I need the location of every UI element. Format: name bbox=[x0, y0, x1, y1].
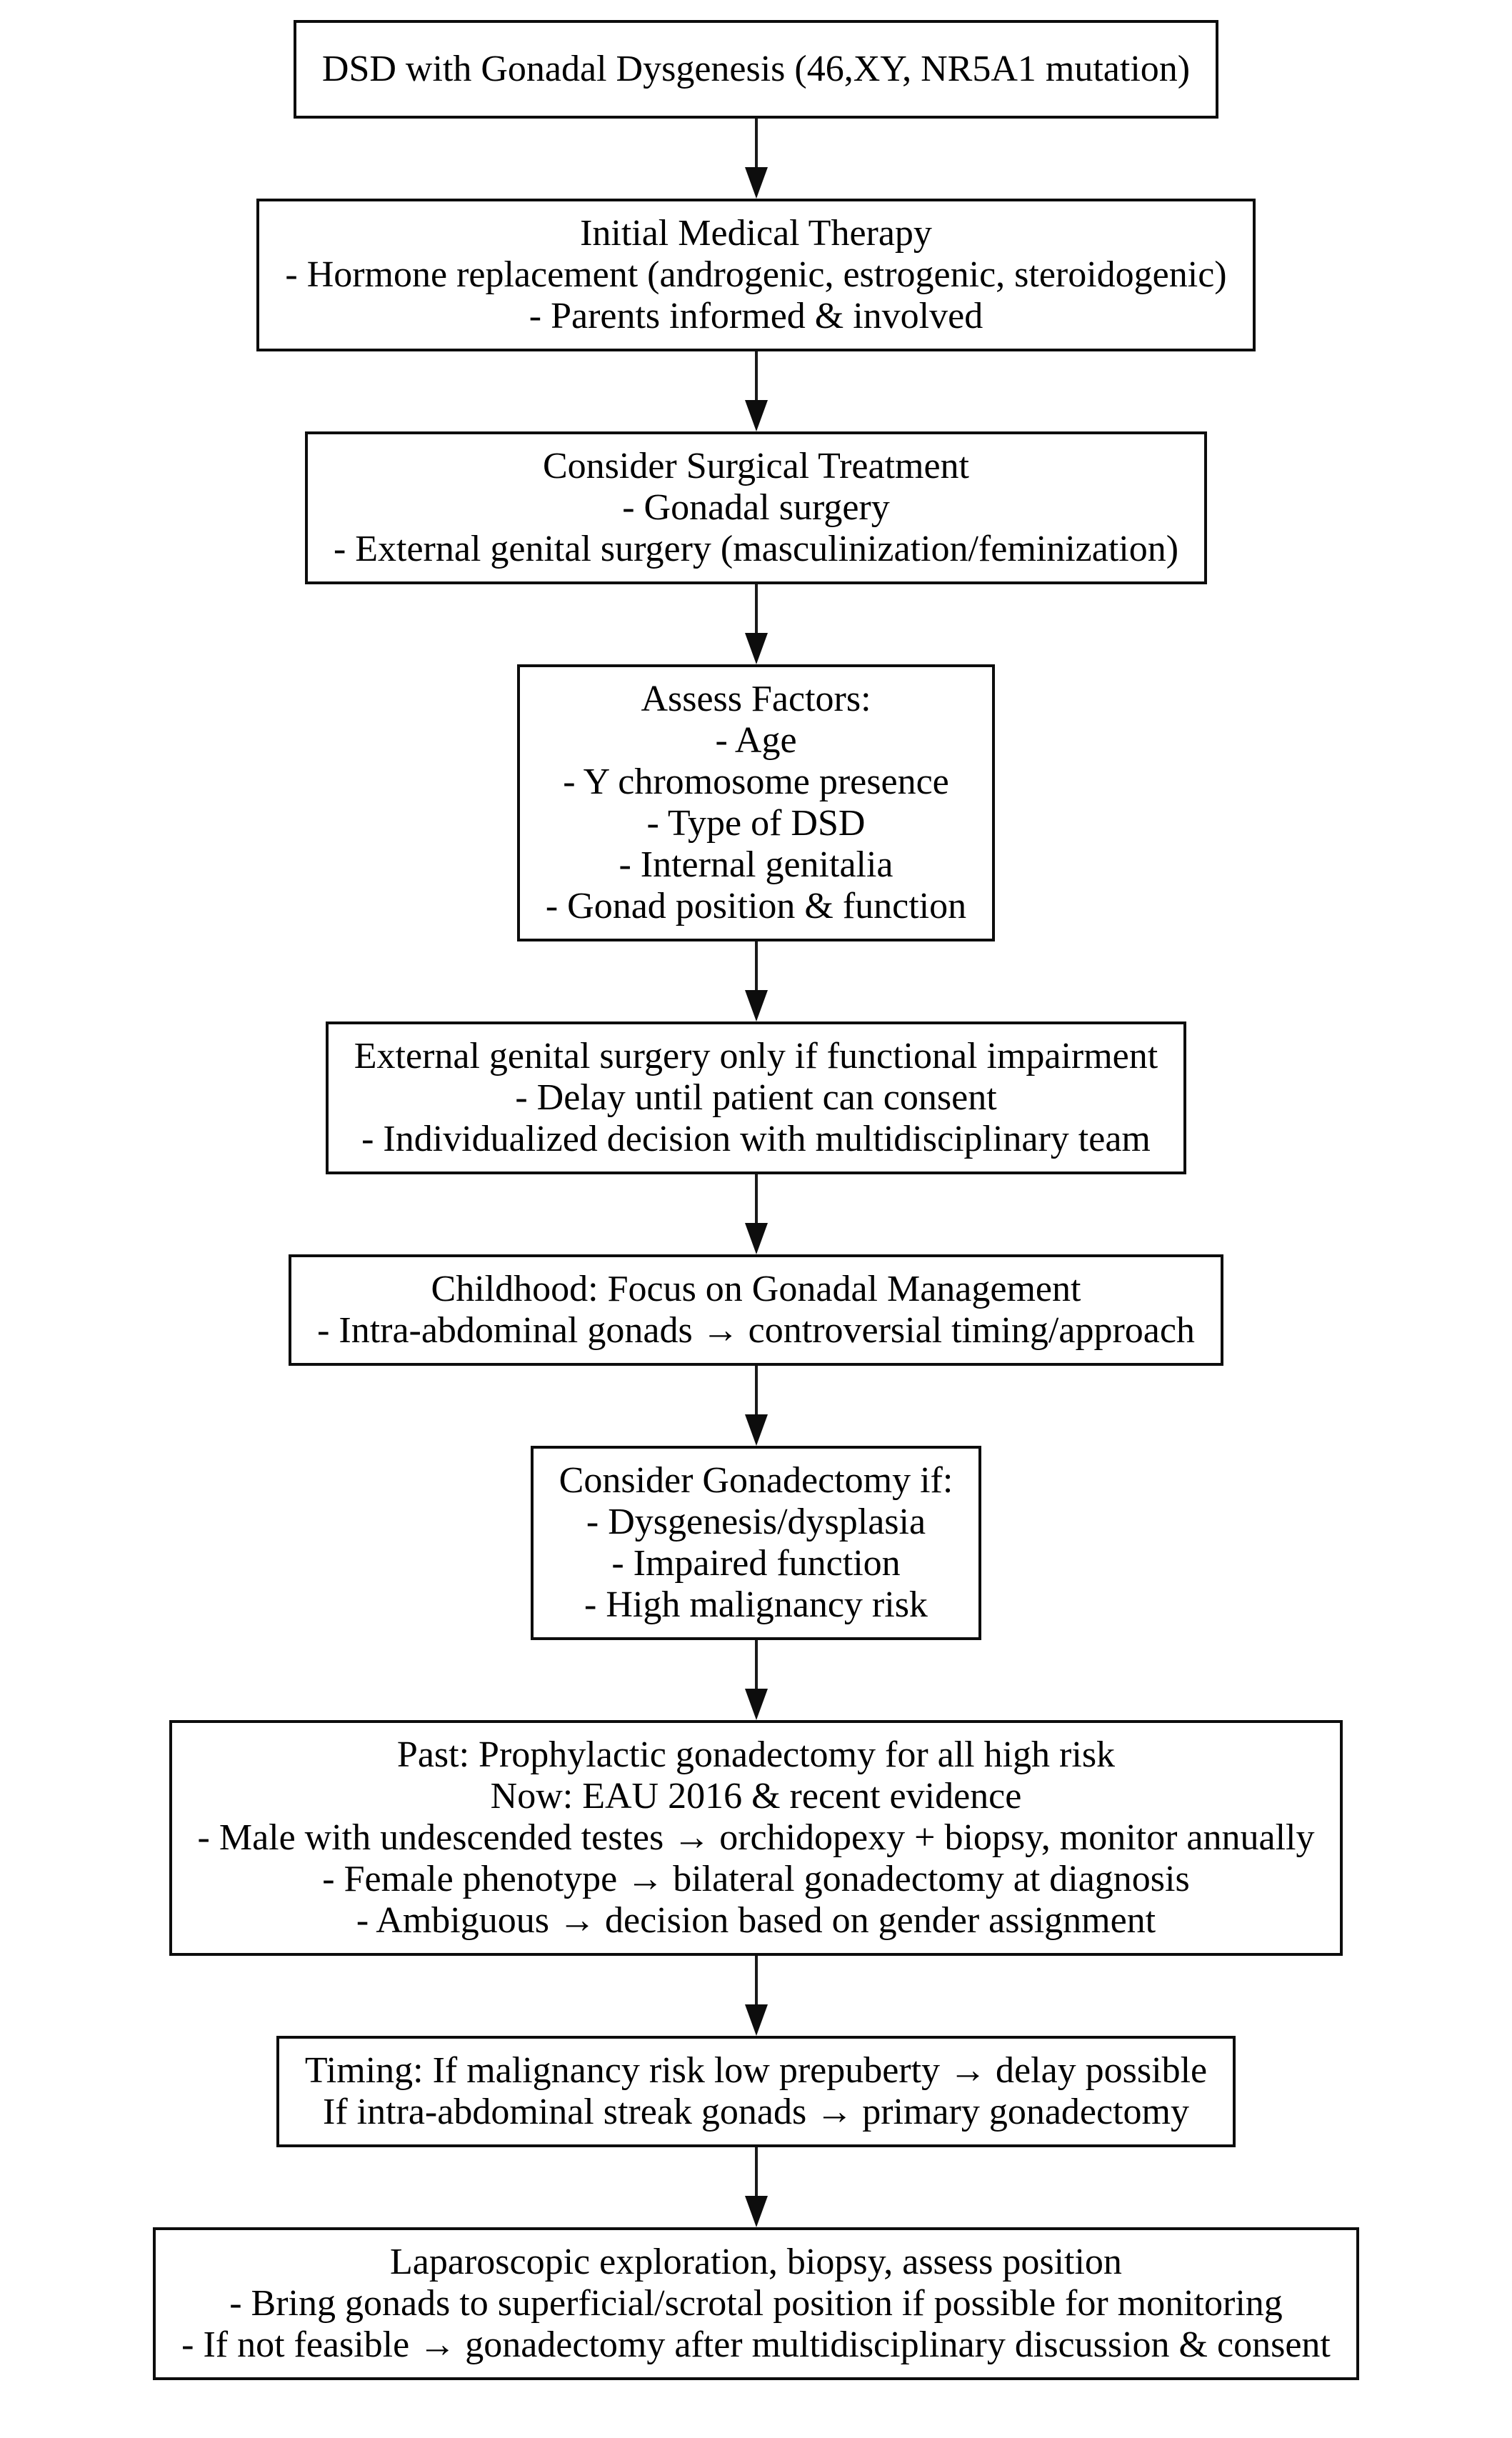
flow-arrow bbox=[744, 1956, 768, 2036]
node-text-line: - Impaired function bbox=[611, 1543, 901, 1584]
flow-node-past-vs-now-evidence: Past: Prophylactic gonadectomy for all h… bbox=[169, 1720, 1343, 1956]
node-text-line: Consider Gonadectomy if: bbox=[559, 1460, 953, 1501]
node-text-line: - Intra-abdominal gonads → controversial… bbox=[317, 1310, 1195, 1351]
node-text-line: Assess Factors: bbox=[641, 679, 871, 719]
arrowhead-down-icon bbox=[744, 633, 768, 664]
flow-arrow bbox=[744, 1640, 768, 1720]
arrow-line bbox=[754, 2147, 758, 2197]
arrowhead-down-icon bbox=[744, 2196, 768, 2227]
node-text-line: - Dysgenesis/dysplasia bbox=[586, 1502, 926, 1542]
arrow-line bbox=[754, 584, 758, 634]
node-text-line: Consider Surgical Treatment bbox=[542, 446, 969, 486]
node-text-line: - High malignancy risk bbox=[584, 1584, 928, 1625]
arrowhead-down-icon bbox=[744, 1223, 768, 1254]
arrow-line bbox=[754, 119, 758, 169]
node-text-line: - Gonadal surgery bbox=[622, 487, 890, 528]
node-text-line: Laparoscopic exploration, biopsy, assess… bbox=[390, 2242, 1122, 2282]
node-text-line: - External genital surgery (masculinizat… bbox=[333, 529, 1179, 569]
arrow-line bbox=[754, 1640, 758, 1690]
flow-node-external-genital-surgery: External genital surgery only if functio… bbox=[325, 1021, 1187, 1174]
node-text-line: - Gonad position & function bbox=[545, 886, 967, 926]
node-text-line: - Hormone replacement (androgenic, estro… bbox=[285, 254, 1227, 295]
flow-node-laparoscopic-management: Laparoscopic exploration, biopsy, assess… bbox=[153, 2227, 1359, 2380]
node-text-line: - Bring gonads to superficial/scrotal po… bbox=[229, 2283, 1283, 2324]
node-text-line: - If not feasible → gonadectomy after mu… bbox=[181, 2324, 1331, 2365]
arrowhead-down-icon bbox=[744, 400, 768, 431]
flow-arrow bbox=[744, 941, 768, 1021]
arrow-line bbox=[754, 1174, 758, 1224]
node-text-line: Past: Prophylactic gonadectomy for all h… bbox=[396, 1734, 1116, 1775]
node-text-line: DSD with Gonadal Dysgenesis (46,XY, NR5A… bbox=[321, 49, 1191, 89]
flow-arrow bbox=[744, 119, 768, 199]
node-text-line: - Parents informed & involved bbox=[529, 296, 983, 336]
node-text-line: Timing: If malignancy risk low prepubert… bbox=[304, 2050, 1208, 2091]
node-text-line: If intra-abdominal streak gonads → prima… bbox=[323, 2092, 1189, 2132]
flow-node-diagnosis: DSD with Gonadal Dysgenesis (46,XY, NR5A… bbox=[293, 20, 1219, 119]
node-text-line: External genital surgery only if functio… bbox=[354, 1036, 1158, 1076]
flow-arrow bbox=[744, 584, 768, 664]
node-text-line: - Y chromosome presence bbox=[563, 761, 949, 802]
arrowhead-down-icon bbox=[744, 167, 768, 199]
arrow-line bbox=[754, 1956, 758, 2006]
arrowhead-down-icon bbox=[744, 1689, 768, 1720]
arrowhead-down-icon bbox=[744, 1414, 768, 1446]
node-text-line: - Delay until patient can consent bbox=[515, 1077, 997, 1118]
node-text-line: - Individualized decision with multidisc… bbox=[361, 1119, 1151, 1159]
node-text-line: Initial Medical Therapy bbox=[580, 213, 932, 254]
flow-node-childhood-gonadal-management: Childhood: Focus on Gonadal Management -… bbox=[289, 1254, 1223, 1366]
arrowhead-down-icon bbox=[744, 2004, 768, 2036]
node-text-line: - Ambiguous → decision based on gender a… bbox=[356, 1900, 1156, 1941]
node-text-line: - Age bbox=[715, 720, 797, 761]
flow-node-initial-medical-therapy: Initial Medical Therapy - Hormone replac… bbox=[256, 199, 1256, 351]
flow-node-assess-factors: Assess Factors: - Age - Y chromosome pre… bbox=[516, 664, 996, 941]
flow-node-consider-gonadectomy: Consider Gonadectomy if: - Dysgenesis/dy… bbox=[530, 1446, 982, 1640]
arrow-line bbox=[754, 1366, 758, 1416]
arrow-line bbox=[754, 351, 758, 401]
node-text-line: Childhood: Focus on Gonadal Management bbox=[431, 1269, 1081, 1309]
arrowhead-down-icon bbox=[744, 990, 768, 1021]
node-text-line: - Internal genitalia bbox=[619, 844, 893, 885]
flow-arrow bbox=[744, 1174, 768, 1254]
flow-arrow bbox=[744, 351, 768, 431]
node-text-line: Now: EAU 2016 & recent evidence bbox=[490, 1776, 1022, 1817]
flow-arrow bbox=[744, 1366, 768, 1446]
node-text-line: - Female phenotype → bilateral gonadecto… bbox=[322, 1859, 1190, 1899]
node-text-line: - Male with undescended testes → orchido… bbox=[197, 1817, 1315, 1858]
node-text-line: - Type of DSD bbox=[646, 803, 866, 844]
flow-node-consider-surgical-treatment: Consider Surgical Treatment - Gonadal su… bbox=[304, 431, 1208, 584]
arrow-line bbox=[754, 941, 758, 991]
flow-node-timing: Timing: If malignancy risk low prepubert… bbox=[276, 2036, 1236, 2147]
flow-arrow bbox=[744, 2147, 768, 2227]
